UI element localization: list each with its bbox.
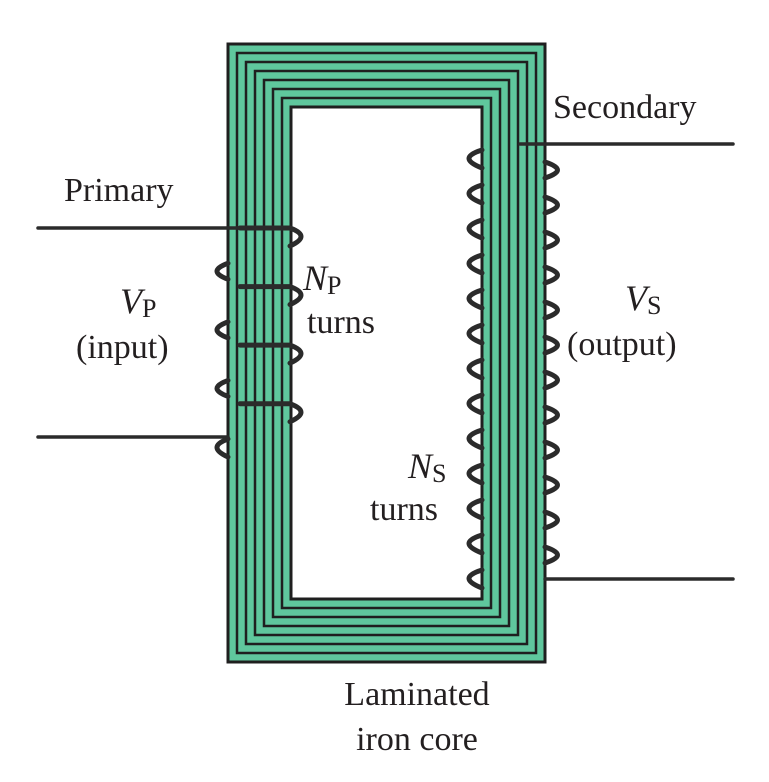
np-turns-label: turns	[307, 304, 375, 341]
primary-coil-back-turn	[214, 436, 231, 460]
secondary-coil-back-turn	[542, 369, 560, 391]
secondary-coil-back-turn	[542, 194, 560, 216]
primary-coil-turn	[237, 342, 304, 366]
secondary-coil-turn	[466, 427, 485, 451]
primary-coil	[214, 225, 304, 460]
secondary-coil	[466, 147, 560, 591]
ns-label: NS	[407, 446, 446, 488]
np-label: NP	[302, 258, 341, 300]
primary-coil-back-turn	[214, 377, 231, 399]
primary-label: Primary	[64, 172, 174, 209]
primary-coil-back-turn	[214, 260, 231, 282]
ns-subscript: S	[432, 459, 446, 488]
secondary-coil-back-turn	[542, 474, 560, 496]
secondary-coil-back-turn	[542, 299, 560, 321]
vp-symbol: V	[120, 281, 146, 321]
secondary-coil-turn	[466, 357, 485, 381]
secondary-coil-turn	[466, 322, 485, 346]
secondary-coil-turn	[466, 182, 485, 206]
vp-label: VP	[120, 281, 156, 323]
secondary-coil-turn	[466, 462, 485, 486]
primary-leads	[36, 226, 242, 439]
primary-coil-turn	[237, 284, 304, 308]
secondary-coil-turn	[466, 392, 485, 416]
primary-coil-turn	[237, 401, 304, 425]
np-subscript: P	[327, 271, 341, 300]
secondary-coil-back-turn	[542, 509, 560, 531]
secondary-coil-back-turn	[542, 404, 560, 426]
secondary-coil-turn	[466, 147, 485, 171]
core-label-line1: Laminated	[344, 676, 489, 713]
secondary-leads	[518, 142, 735, 581]
vp-subscript: P	[142, 294, 156, 323]
secondary-coil-back-turn	[542, 544, 560, 566]
np-symbol: N	[302, 258, 329, 298]
core-label-line2: iron core	[356, 721, 478, 758]
secondary-coil-back-turn	[542, 264, 560, 286]
secondary-coil-turn	[466, 287, 485, 311]
vs-output-label: (output)	[567, 326, 677, 363]
core-window	[289, 105, 484, 601]
secondary-coil-back-turn	[542, 229, 560, 251]
secondary-coil-back-turn	[542, 159, 560, 181]
vs-subscript: S	[647, 291, 661, 320]
secondary-coil-back-turn	[542, 334, 560, 356]
ns-turns-label: turns	[370, 491, 438, 528]
vs-symbol: V	[625, 278, 651, 318]
primary-coil-back-turn	[214, 319, 231, 341]
ns-symbol: N	[407, 446, 434, 486]
secondary-coil-turn	[466, 567, 485, 591]
secondary-coil-turn	[466, 497, 485, 521]
secondary-coil-back-turn	[542, 439, 560, 461]
vs-label: VS	[625, 278, 661, 320]
secondary-coil-turn	[466, 252, 485, 276]
core-lamination-lines	[235, 51, 538, 655]
primary-coil-turn	[237, 225, 304, 249]
laminated-iron-core	[226, 42, 547, 664]
secondary-coil-turn	[466, 217, 485, 241]
vp-input-label: (input)	[76, 329, 169, 366]
secondary-label: Secondary	[553, 89, 697, 126]
secondary-coil-turn	[466, 532, 485, 556]
